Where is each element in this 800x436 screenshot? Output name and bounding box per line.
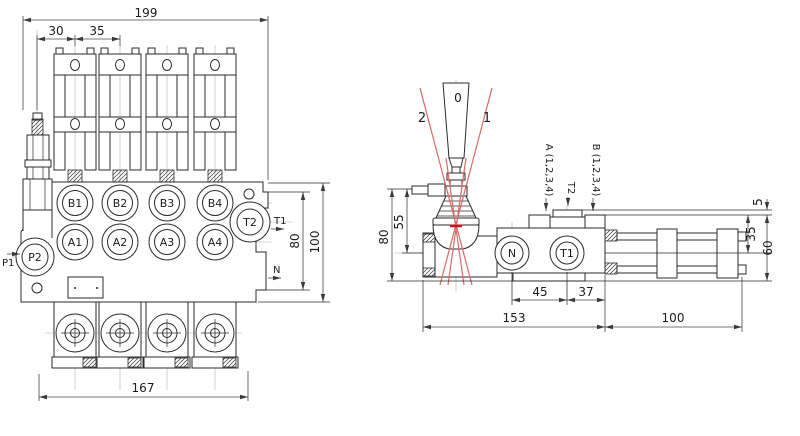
dim-spacing-first: 30 <box>48 24 63 38</box>
flow-label-p1: P1 <box>2 258 14 269</box>
top-label-t2: T2 <box>565 181 576 194</box>
port-label-a1: A1 <box>68 236 83 249</box>
lever-position-neutral: 0 <box>454 91 462 105</box>
port-boss-t2 <box>552 209 583 218</box>
dim-45: 45 <box>532 285 547 299</box>
flow-label-t1: T1 <box>273 216 286 227</box>
spool-towers <box>53 47 237 183</box>
top-label-b: B (1,2,3,4) <box>590 144 601 197</box>
end-cap-2 <box>96 301 144 369</box>
port-boss-b <box>584 214 606 229</box>
dim-60: 60 <box>761 240 775 255</box>
dim-55: 55 <box>392 214 406 229</box>
side-dimensions: 55 80 45 37 153 100 5 35 60 <box>377 188 775 332</box>
front-view: B1 B2 B3 B4 A1 A2 A3 A4 T2 P2 P1 T1 N 19… <box>2 6 330 401</box>
dim-35: 35 <box>744 226 758 241</box>
port-label-a4: A4 <box>208 236 223 249</box>
dim-80: 80 <box>377 229 391 244</box>
dim-100: 100 <box>662 311 685 325</box>
front-ports <box>15 184 271 294</box>
end-cap-3 <box>143 301 191 369</box>
dim-153: 153 <box>503 311 526 325</box>
side-view: N T1 0 2 1 <box>377 80 775 332</box>
end-cap-4 <box>191 301 239 369</box>
lever-bellows <box>435 195 477 219</box>
left-end-plate <box>422 232 436 278</box>
dim-base-width: 167 <box>132 381 155 395</box>
lever-position-1: 1 <box>483 111 491 126</box>
port-label-b3: B3 <box>160 197 175 210</box>
lever-grip <box>442 82 470 159</box>
lever-travel-lines <box>419 87 493 286</box>
port-label-b4: B4 <box>208 197 223 210</box>
dim-height-inner: 80 <box>288 233 302 248</box>
port-boss-a <box>528 214 551 229</box>
port-label-b1: B1 <box>68 197 83 210</box>
port-label-t1-side: T1 <box>559 247 574 260</box>
dim-height-outer: 100 <box>308 231 322 254</box>
port-label-a3: A3 <box>160 236 175 249</box>
top-port-labels: A (1,2,3,4) T2 B (1,2,3,4) <box>543 144 601 211</box>
flow-label-n: N <box>273 265 280 276</box>
lever-assembly <box>411 82 480 250</box>
name-plate <box>67 276 104 299</box>
port-label-n-side: N <box>508 247 516 260</box>
dim-spacing: 35 <box>89 24 104 38</box>
top-label-a: A (1,2,3,4) <box>543 144 554 197</box>
lever-position-2: 2 <box>418 111 426 126</box>
dim-5: 5 <box>751 198 765 206</box>
front-dimensions: 199 30 35 80 100 167 <box>22 6 330 401</box>
port-label-p2: P2 <box>28 251 42 264</box>
side-plug <box>427 183 446 197</box>
dim-37: 37 <box>578 285 593 299</box>
dim-total-width: 199 <box>135 6 158 20</box>
port-label-b2: B2 <box>113 197 128 210</box>
end-cap-1 <box>51 301 99 369</box>
tie-rod-assembly <box>604 228 747 279</box>
flow-arrows-front: P1 T1 N <box>2 216 286 281</box>
spool-end-caps <box>51 301 239 369</box>
port-label-t2: T2 <box>242 216 257 229</box>
side-ports <box>494 235 585 271</box>
port-label-a2: A2 <box>113 236 128 249</box>
relief-valve <box>22 112 53 238</box>
